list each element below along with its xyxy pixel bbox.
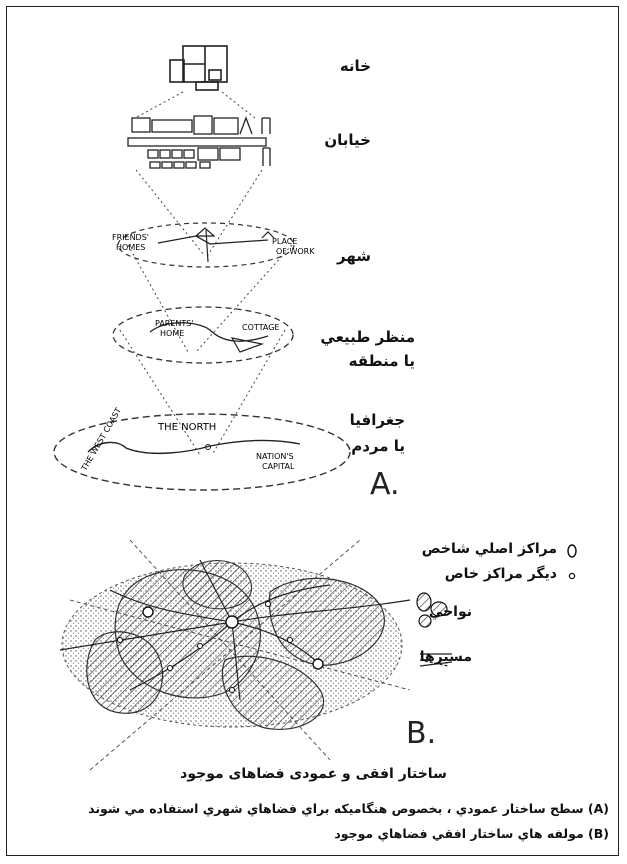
city-drawing: FRIENDS' HOMES PLACE OF WORK xyxy=(112,223,315,267)
level-label-landscape-2: يا منطقه xyxy=(349,351,415,373)
map-label-parents-home: PARENTS' xyxy=(155,319,194,328)
map-label-of-work: OF WORK xyxy=(276,247,315,256)
level-label-home: خانه xyxy=(340,56,371,78)
legend-main-centers: مراكز اصلي شاخص xyxy=(422,541,557,557)
landscape-drawing: PARENTS' HOME COTTAGE xyxy=(113,307,293,363)
map-label-home: HOME xyxy=(160,329,184,338)
map-label-west-coast: THE WEST COAST xyxy=(79,406,123,473)
map-label-capital: CAPITAL xyxy=(262,462,295,471)
map-label-friends-homes: FRIENDS' xyxy=(112,233,149,242)
map-label-the-north: THE NORTH xyxy=(157,422,216,433)
level-label-city: شهر xyxy=(337,246,371,268)
geography-drawing: THE NORTH THE WEST COAST NATION'S CAPITA… xyxy=(54,406,350,490)
level-label-landscape-1: منظر طبيعي xyxy=(320,327,415,349)
figure-note-b: (B) مولفه هاي ساختار افقي فضاهاي موجود xyxy=(334,826,609,841)
figure-letter-a: A. xyxy=(370,467,400,502)
map-label-homes: HOMES xyxy=(116,243,145,252)
large-circle-icon xyxy=(568,545,576,557)
small-circle-icon xyxy=(569,573,574,578)
figure-note-a: (A) سطح ساختار عمودي ، بخصوص هنگاميكه بر… xyxy=(88,801,609,816)
region-map-drawing xyxy=(60,540,410,770)
level-label-geography-2: يا مردم xyxy=(351,436,405,458)
map-label-nations-capital: NATION'S xyxy=(256,452,294,461)
level-label-geography-1: جغرافيا xyxy=(350,410,405,432)
legend-other-centers: ديگر مراكز خاص xyxy=(445,566,557,582)
figure-title: ساختار افقی و عمودی فضاهای موجود xyxy=(0,766,627,782)
legend-areas: نواحي xyxy=(429,604,472,620)
level-label-street: خيابان xyxy=(324,130,371,152)
map-label-place-of-work: PLACE xyxy=(272,237,297,246)
figure-letter-b: B. xyxy=(406,716,436,751)
street-drawing xyxy=(128,116,270,168)
legend-routes: مسيرها xyxy=(420,649,472,665)
house-drawing xyxy=(170,46,227,90)
map-label-cottage: COTTAGE xyxy=(242,323,279,332)
